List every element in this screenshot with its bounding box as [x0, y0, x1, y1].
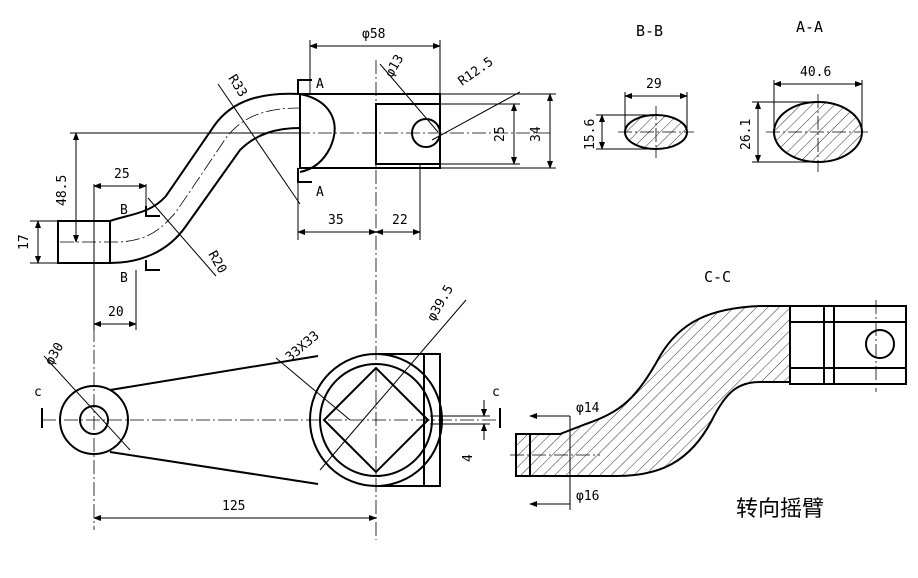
hub-body	[299, 93, 441, 169]
hub-slot	[375, 103, 441, 165]
arm-upper-edge	[109, 92, 301, 222]
dim-phi30: φ30	[42, 340, 67, 368]
section-aa: A-A 40.6 26.1	[739, 18, 870, 172]
dim-34: 34	[529, 126, 544, 142]
dim-r33: R33	[225, 72, 250, 100]
section-title-cc: C-C	[704, 268, 731, 286]
plan-view: φ30 33X33 φ39.5 4 125 c c	[34, 240, 501, 530]
dim-4: 4	[461, 454, 476, 462]
dim-phi16: φ16	[576, 489, 599, 504]
section-title-aa: A-A	[796, 18, 823, 36]
section-cc-hub	[789, 305, 907, 385]
section-cc: C-C φ14 φ16	[510, 268, 907, 510]
section-cc-body	[515, 305, 791, 477]
dim-33x33: 33X33	[283, 328, 323, 365]
phi39-5-leader	[319, 299, 467, 471]
section-label-c-left: c	[34, 385, 42, 400]
section-title-bb: B-B	[636, 22, 663, 40]
dim-aa-width: 40.6	[800, 65, 831, 80]
arm-center-curve	[60, 107, 301, 243]
dim-phi39-5: φ39.5	[424, 283, 457, 324]
section-label-a-top: A	[316, 77, 324, 92]
phi30-leader	[43, 355, 131, 451]
dim-bb-width: 29	[646, 77, 662, 92]
dim-bb-height: 15.6	[583, 119, 598, 150]
section-bb: B-B 29 15.6	[583, 22, 694, 158]
section-cc-hub-hole	[865, 329, 895, 359]
dim-25-top: 25	[114, 167, 130, 182]
dim-35: 35	[328, 213, 344, 228]
dim-phi14: φ14	[576, 401, 600, 416]
section-label-b-bottom: B	[120, 271, 128, 286]
r20-leader	[147, 197, 217, 277]
section-a-top-mark	[297, 79, 312, 94]
r33-leader	[217, 83, 301, 205]
section-label-c-right: c	[492, 385, 500, 400]
arm-upper-taper	[109, 355, 319, 391]
dim-r20: R20	[205, 249, 230, 277]
arm-lower-edge	[109, 127, 301, 264]
dim-22: 22	[392, 213, 408, 228]
sq33-leader	[275, 357, 351, 421]
square-hole	[322, 366, 430, 474]
dim-48-5: 48.5	[55, 175, 70, 206]
arm-lower-taper	[109, 451, 319, 485]
section-label-a-bottom: A	[316, 185, 324, 200]
top-view: φ58 φ13 R12.5 R33 48.5 25 25 34 17 35 22…	[17, 27, 556, 540]
phi13-leader	[379, 63, 439, 133]
dim-aa-height: 26.1	[739, 119, 754, 150]
dim-20: 20	[108, 305, 124, 320]
dim-125: 125	[222, 499, 245, 514]
section-label-b-top: B	[120, 203, 128, 218]
dim-phi13: φ13	[382, 52, 407, 80]
dim-phi58: φ58	[362, 27, 385, 42]
section-b-bottom-mark	[145, 260, 160, 271]
dim-25-right: 25	[493, 126, 508, 142]
dim-17: 17	[17, 234, 32, 250]
section-b-top-mark	[145, 206, 160, 217]
r12-5-leader	[431, 91, 521, 141]
drawing-title: 转向摇臂	[736, 497, 824, 522]
dim-r12-5: R12.5	[456, 55, 497, 90]
